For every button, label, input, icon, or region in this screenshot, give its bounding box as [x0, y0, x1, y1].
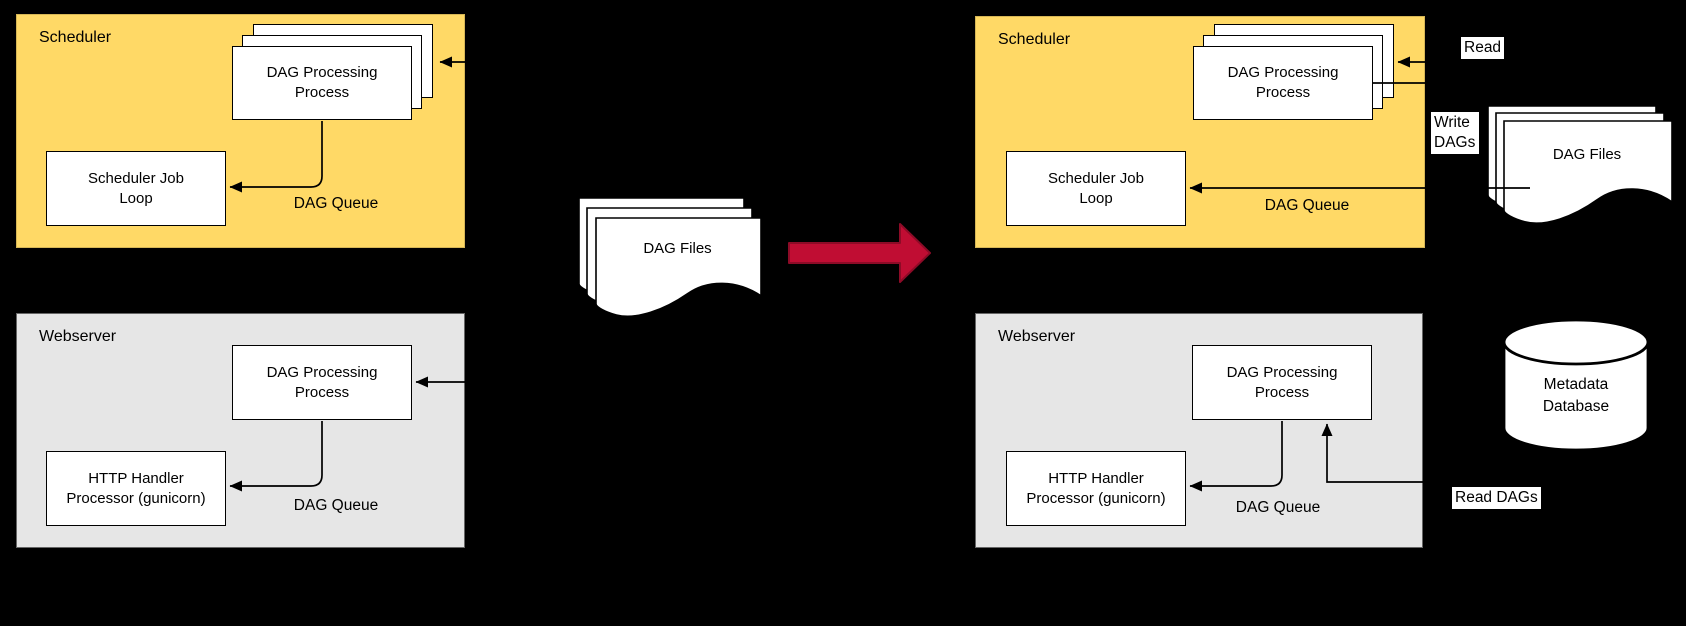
metadata-database-label: Metadata Database [1542, 376, 1610, 415]
right-dag-files-icon [1503, 120, 1673, 224]
right-webserver-title: Webserver [998, 328, 1076, 345]
left-scheduler-dag-queue-label: DAG Queue [293, 195, 379, 212]
right-dag-files-label: DAG Files [1552, 146, 1622, 163]
middle-dag-files-label: DAG Files [643, 240, 712, 257]
write-dags-label-chip: Write DAGs [1431, 112, 1479, 154]
left-scheduler-dag-processing-node: DAG Processing Process [232, 46, 412, 120]
database-cylinder-icon [1502, 318, 1650, 452]
read-dags-label-chip: Read DAGs [1452, 487, 1541, 509]
right-webserver-dag-processing-node: DAG Processing Process [1192, 345, 1372, 420]
read-label-chip: Read [1461, 37, 1505, 59]
right-scheduler-job-loop-node: Scheduler Job Loop [1006, 151, 1186, 226]
right-webserver-http-handler-node: HTTP Handler Processor (gunicorn) [1006, 451, 1186, 526]
left-webserver-dag-processing-node: DAG Processing Process [232, 345, 412, 420]
middle-dag-files-icon [595, 217, 762, 317]
left-scheduler-job-loop-node: Scheduler Job Loop [46, 151, 226, 226]
right-scheduler-dag-processing-node: DAG Processing Process [1193, 46, 1373, 120]
red-right-arrow-icon [788, 223, 931, 283]
right-webserver-dag-queue-label: DAG Queue [1235, 499, 1321, 516]
left-webserver-http-handler-node: HTTP Handler Processor (gunicorn) [46, 451, 226, 526]
right-scheduler-dag-queue-label: DAG Queue [1264, 197, 1350, 214]
left-webserver-dag-queue-label: DAG Queue [293, 497, 379, 514]
left-webserver-title: Webserver [39, 328, 117, 345]
left-scheduler-title: Scheduler [39, 29, 112, 46]
right-scheduler-title: Scheduler [998, 31, 1071, 48]
